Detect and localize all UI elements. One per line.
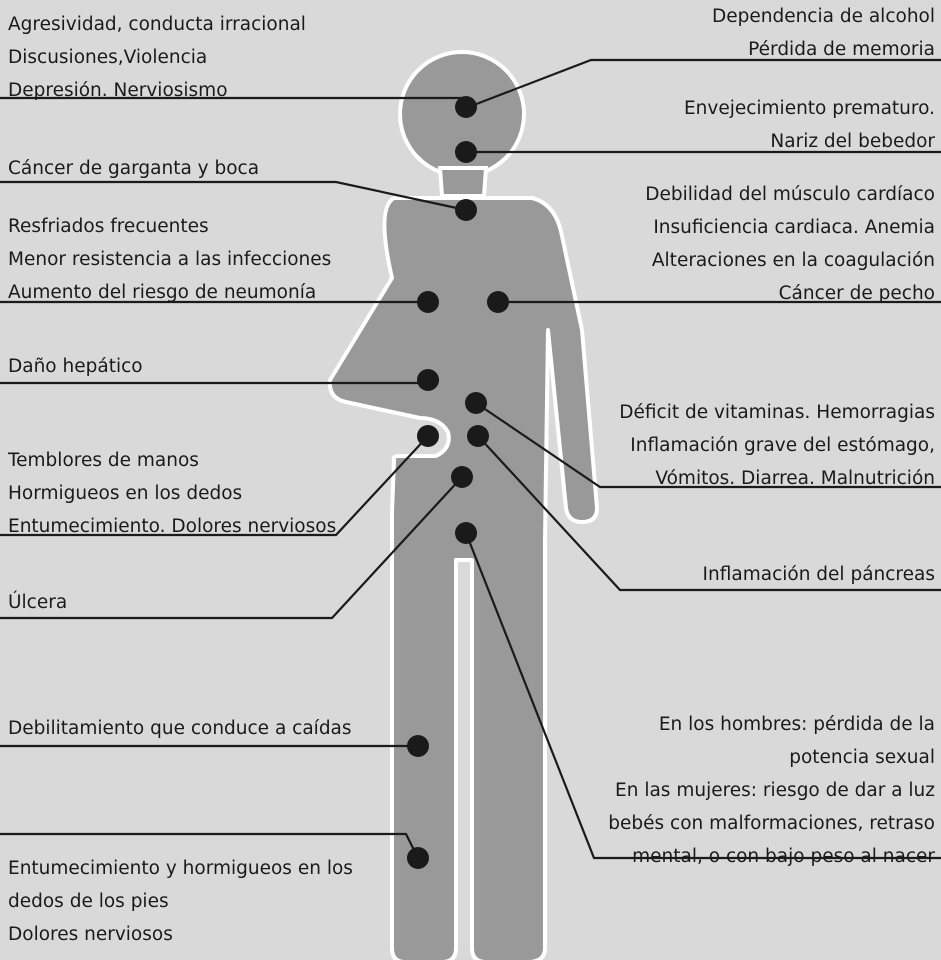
label-alcohol: Dependencia de alcohol Pérdida de memori…: [711, 6, 935, 60]
label-sexual: En los hombres: pérdida de la potencia s…: [608, 714, 935, 867]
neck-shape: [437, 166, 489, 198]
label-throat: Cáncer de garganta y boca: [8, 158, 260, 179]
dot-ulcer: [451, 466, 473, 488]
label-aging: Envejecimiento prematuro. Nariz del bebe…: [683, 98, 935, 152]
dot-lungs: [417, 291, 439, 313]
label-ulcer: Úlcera: [8, 592, 68, 613]
dot-heart: [487, 291, 509, 313]
torso-legs-shape: [327, 196, 599, 960]
dot-legs: [407, 735, 429, 757]
dot-brain: [455, 96, 477, 118]
dot-liver: [417, 369, 439, 391]
label-pancreas: Inflamación del páncreas: [702, 564, 935, 585]
label-liver: Daño hepático: [8, 356, 143, 377]
label-hands: Temblores de manos Hormigueos en los ded…: [8, 450, 337, 537]
dot-throat: [455, 199, 477, 221]
effect-dots: [407, 96, 509, 869]
dot-feet: [407, 847, 429, 869]
label-heart: Debilidad del músculo cardíaco Insuficie…: [645, 184, 935, 304]
label-infections: Resfriados frecuentes Menor resistencia …: [8, 216, 332, 303]
label-mood: Agresividad, conducta irracional Discusi…: [8, 14, 306, 101]
dot-reproductive: [455, 522, 477, 544]
dot-nose: [455, 141, 477, 163]
dot-hand: [417, 425, 439, 447]
dot-stomach: [465, 392, 487, 414]
dot-pancreas: [467, 425, 489, 447]
label-legs: Debilitamiento que conduce a caídas: [8, 718, 352, 739]
leader-lines: [0, 58, 941, 860]
label-feet: Entumecimiento y hormigueos en los dedos…: [8, 858, 353, 945]
label-stomach: Déficit de vitaminas. Hemorragias Inflam…: [619, 402, 935, 489]
